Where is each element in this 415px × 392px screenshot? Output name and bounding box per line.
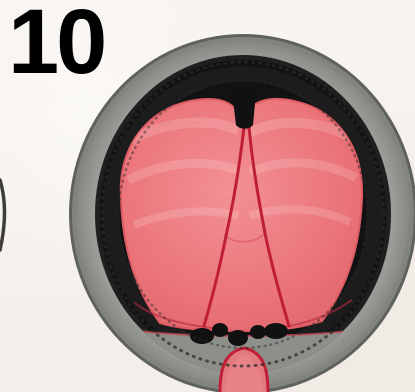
pink-tissue — [121, 99, 362, 331]
